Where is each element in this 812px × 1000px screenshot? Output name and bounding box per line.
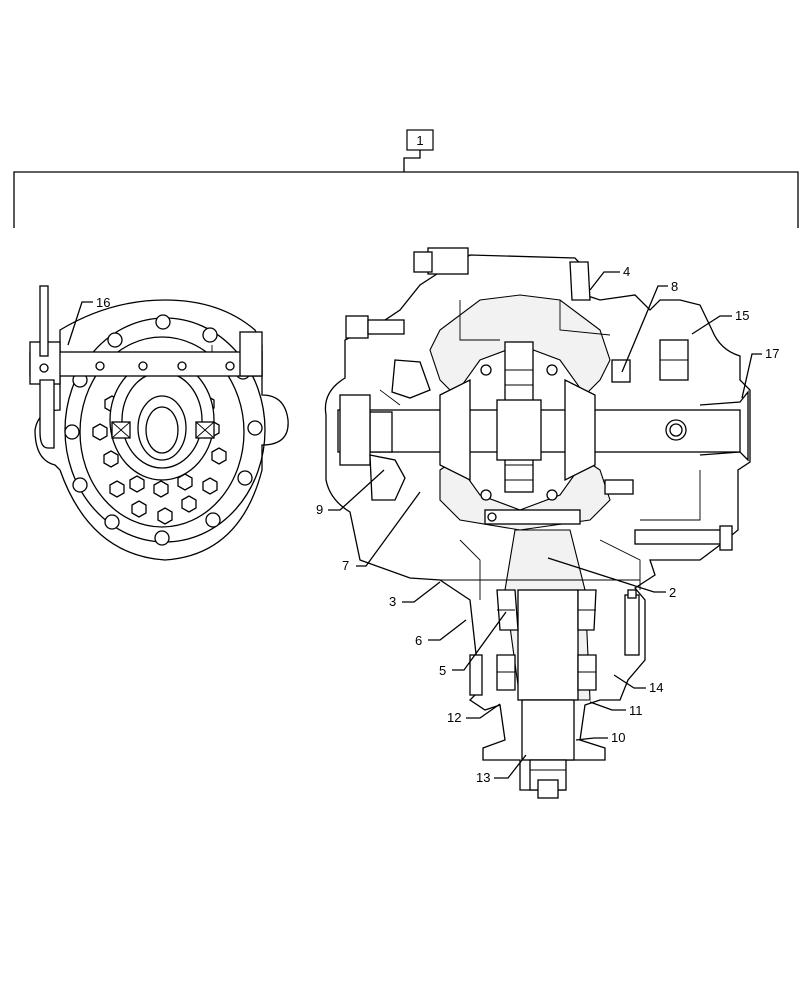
gauge-tool[interactable] <box>29 285 263 449</box>
callout-12[interactable]: 12 <box>447 710 461 725</box>
callout-4[interactable]: 4 <box>623 264 630 279</box>
callout-5[interactable]: 5 <box>439 663 446 678</box>
callout-17[interactable]: 17 <box>765 346 779 361</box>
callout-13[interactable]: 13 <box>476 770 490 785</box>
callout-10[interactable]: 10 <box>611 730 625 745</box>
callout-3[interactable]: 3 <box>389 594 396 609</box>
callout-2[interactable]: 2 <box>669 585 676 600</box>
differential-section <box>324 247 751 799</box>
callout-labels: 16 4 8 15 17 9 7 2 3 6 5 14 12 11 10 13 <box>96 264 779 785</box>
callout-9[interactable]: 9 <box>316 502 323 517</box>
callout-11[interactable]: 11 <box>629 703 643 718</box>
callout-7[interactable]: 7 <box>342 558 349 573</box>
assembly-label-text: 1 <box>416 133 423 148</box>
callout-14[interactable]: 14 <box>649 680 663 695</box>
assembly-bracket: 1 <box>13 129 799 228</box>
callout-16[interactable]: 16 <box>96 295 110 310</box>
callout-15[interactable]: 15 <box>735 308 749 323</box>
callout-6[interactable]: 6 <box>415 633 422 648</box>
leader-lines <box>67 271 762 779</box>
end-view-assembly <box>29 285 289 561</box>
callout-8[interactable]: 8 <box>671 279 678 294</box>
